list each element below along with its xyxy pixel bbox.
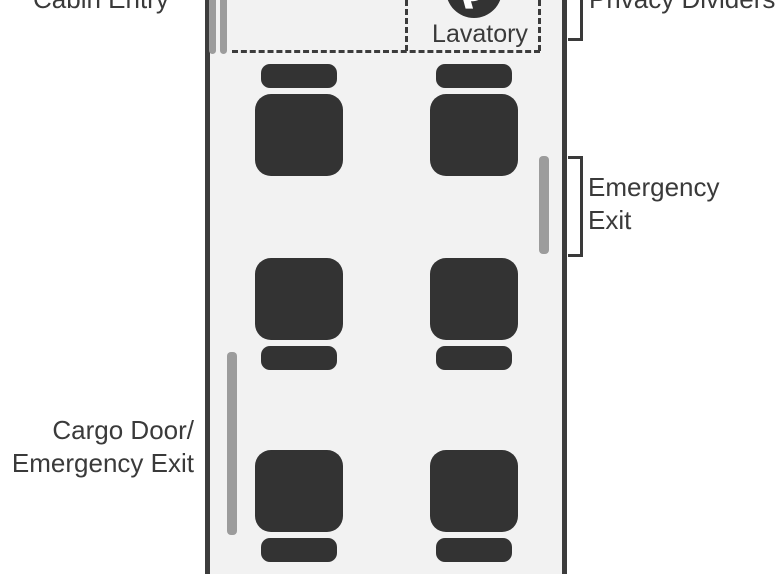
seat-headrest bbox=[436, 538, 512, 562]
seat-headrest bbox=[436, 64, 512, 88]
seat-back bbox=[430, 258, 518, 340]
emergency-exit-bracket bbox=[568, 156, 583, 257]
seat-back bbox=[430, 450, 518, 532]
emergency-exit-label: Emergency Exit bbox=[588, 171, 720, 237]
emergency-exit-label-line2: Exit bbox=[588, 205, 632, 235]
cabin-entry-label: Cabin Entry bbox=[33, 0, 169, 16]
lavatory-partition-left bbox=[405, 0, 408, 51]
seat-back bbox=[255, 258, 343, 340]
seat bbox=[255, 258, 343, 370]
cabin-entry-door-bar bbox=[220, 0, 227, 54]
seat bbox=[430, 64, 518, 176]
cargo-door-label: Cargo Door/ Emergency Exit bbox=[0, 414, 194, 480]
cargo-door-label-line2: Emergency Exit bbox=[11, 448, 194, 478]
privacy-dividers-label: Privacy Dividers bbox=[589, 0, 775, 16]
lavatory-partition-right bbox=[538, 0, 541, 51]
cargo-door-label-line1: Cargo Door/ bbox=[52, 415, 194, 445]
cabin-entry-door-bar bbox=[209, 0, 216, 54]
seat-headrest bbox=[261, 538, 337, 562]
seat-headrest bbox=[436, 346, 512, 370]
privacy-dividers-bracket bbox=[568, 0, 583, 41]
seat bbox=[430, 258, 518, 370]
lavatory-toilet-icon bbox=[447, 0, 501, 18]
seat bbox=[430, 450, 518, 562]
seat-back bbox=[255, 94, 343, 176]
seat-back bbox=[430, 94, 518, 176]
emergency-exit-door bbox=[539, 156, 549, 254]
seat-headrest bbox=[261, 64, 337, 88]
seat-back bbox=[255, 450, 343, 532]
emergency-exit-label-line1: Emergency bbox=[588, 172, 720, 202]
lavatory-label: Lavatory bbox=[432, 20, 528, 48]
cargo-door bbox=[227, 352, 237, 535]
seat-headrest bbox=[261, 346, 337, 370]
seat bbox=[255, 64, 343, 176]
privacy-divider-line bbox=[232, 50, 540, 53]
seat bbox=[255, 450, 343, 562]
